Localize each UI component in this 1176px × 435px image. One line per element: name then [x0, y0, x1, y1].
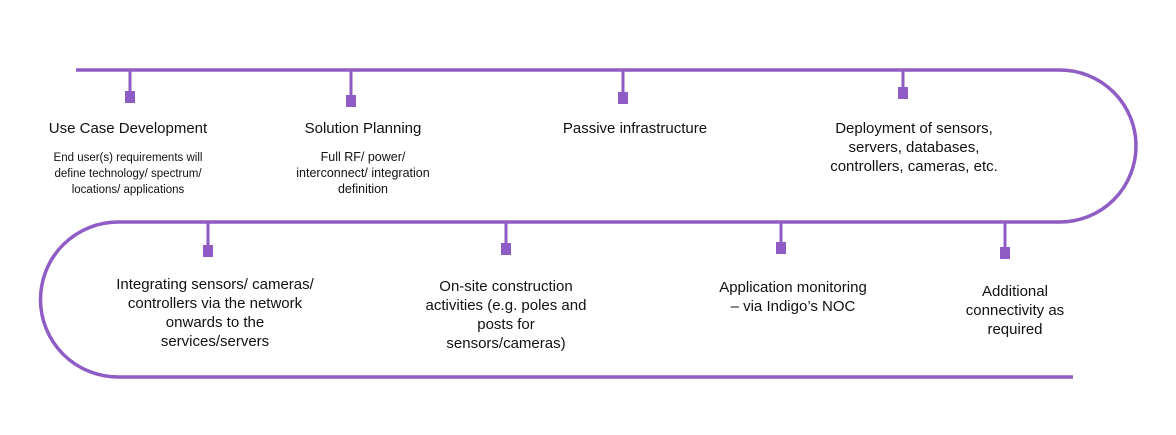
milestone-marker-1 [125, 70, 135, 103]
step-title: Deployment of sensors, servers, database… [830, 120, 998, 175]
milestone-marker-4 [898, 70, 908, 99]
step-on-site-construction: On-site construction activities (e.g. po… [416, 277, 596, 353]
step-description: End user(s) requirements will define tec… [53, 152, 203, 196]
milestone-marker-5 [203, 222, 213, 257]
step-additional-connectivity: Additional connectivity as required [945, 282, 1085, 339]
step-title: Passive infrastructure [562, 120, 708, 137]
timeline-path [38, 68, 1138, 379]
step-title: Additional connectivity as required [965, 283, 1065, 338]
step-description: Full RF/ power/ interconnect/ integratio… [296, 150, 430, 196]
step-title: On-site construction activities (e.g. po… [425, 278, 587, 352]
step-passive-infrastructure: Passive infrastructure [540, 119, 730, 138]
step-title: Solution Planning [304, 120, 422, 137]
step-application-monitoring: Application monitoring – via Indigo’s NO… [718, 278, 868, 316]
milestone-marker-2 [346, 70, 356, 107]
step-integrating-sensors: Integrating sensors/ cameras/ controller… [110, 275, 320, 351]
step-use-case-development: Use Case Development End user(s) require… [28, 119, 228, 198]
step-title: Integrating sensors/ cameras/ controller… [116, 276, 314, 350]
milestone-marker-8 [1000, 222, 1010, 259]
milestone-marker-7 [776, 222, 786, 254]
milestone-marker-3 [618, 70, 628, 104]
step-solution-planning: Solution Planning Full RF/ power/ interc… [273, 119, 453, 197]
milestone-marker-6 [501, 222, 511, 255]
step-deployment: Deployment of sensors, servers, database… [814, 119, 1014, 176]
step-title: Application monitoring – via Indigo’s NO… [719, 279, 867, 315]
step-title: Use Case Development [48, 120, 208, 137]
